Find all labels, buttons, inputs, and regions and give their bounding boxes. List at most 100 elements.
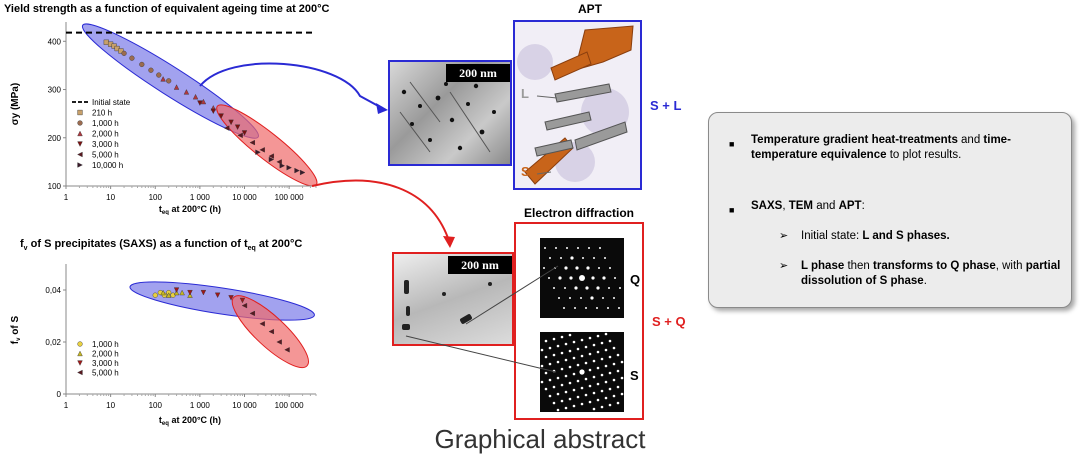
chart2-title: fv of S precipitates (SAXS) as a functio… [20,238,303,253]
chart2-legend-swatch-1 [77,350,83,357]
s-spot [572,388,576,392]
s-spot [608,339,612,343]
s-spot [584,345,588,349]
s-spot [608,387,612,391]
s-spot [588,336,592,340]
chart2-point-2-3 [214,292,221,299]
s-spot [564,342,568,346]
s-spot [548,346,552,350]
chart2-legend-label-1: 2,000 h [92,350,119,359]
chart1-legend-swatch-1 [77,120,83,126]
chart2-xtick-label-3: 1 000 [190,401,211,410]
q-spot [563,307,565,309]
q-spot [577,247,579,249]
chart2-point-2-4 [228,295,234,301]
s-spot [580,354,584,358]
red-arrowhead [443,236,455,248]
q-spot [548,277,550,279]
q-spot [609,267,611,269]
chart1-point-4-1 [237,132,243,139]
chart1-point-4-2 [249,139,255,146]
chart1-point-2-4 [200,98,207,105]
chart1-point-4-3 [259,147,265,153]
s-spot [552,353,556,357]
s-spot [572,372,576,376]
chart1-legend-label-2: 2,000 h [92,130,119,139]
s-spot [600,357,604,361]
q-spot [558,276,562,280]
apt-reconstruction [517,25,634,185]
chart1-xlabel: teq at 200°C (h) [159,204,221,215]
q-spot [590,296,594,300]
s-spot [576,363,580,367]
s-spot [584,377,588,381]
s-spot [588,368,592,372]
s-spot [556,408,560,412]
s-spot [572,340,576,344]
s-spot [544,387,548,391]
s-spot [560,367,564,371]
chart1-point-1-2 [139,61,145,68]
s-spot [560,335,564,339]
subbullet-2-arrow: ➢ [779,260,789,272]
chart1-point-4-4 [268,153,274,159]
chart1-ytick-label-3: 400 [48,37,62,46]
chart1-point-3-3 [228,119,234,126]
red-arrow [311,179,449,239]
chart2-point-1-0 [160,289,166,296]
s-spot [576,395,580,399]
chart1-xtick-label-3: 1 000 [190,193,211,202]
chart2-legend-label-3: 5,000 h [92,369,119,378]
chart1-point-4-5 [276,159,282,165]
s-spot [592,407,596,411]
s-spot [620,376,624,380]
diffraction-label-s: S [630,368,639,383]
chart1-point-3-1 [210,108,217,115]
s-spot [596,334,600,338]
s-spot [556,344,560,348]
s-spot [544,339,548,343]
chart1-point-1-5 [166,78,172,84]
chart1-xtick-label-4: 10 000 [232,193,257,202]
q-spot [564,266,568,270]
chart1-point-5-3 [286,164,292,171]
s-spot [592,375,596,379]
s-spot [584,361,588,365]
s-spot [604,332,608,336]
chart1-point-5-1 [268,156,275,163]
chart2-ylabel: fv of S [10,315,22,344]
chart2-point-2-1 [187,290,193,296]
s-spot [548,378,552,382]
chart1-point-5-4 [294,167,300,174]
s-spot [596,366,600,370]
chart1-point-1-3 [148,67,154,73]
s-spot [604,364,608,368]
s-spot [612,362,616,366]
bullet-1-text: Temperature gradient heat-treatments and… [751,134,1011,161]
chart1-point-3-4 [234,124,241,131]
q-spot [602,276,606,280]
s-spot [560,383,564,387]
chart1-point-2-1 [173,84,180,90]
chart1-ytick-label-0: 100 [48,182,62,191]
chart2-point-3-1 [249,310,255,317]
phase-s-plus-q: S + Q [652,314,686,329]
s-spot [548,394,552,398]
chart1-xtick-label-2: 100 [149,193,163,202]
q-spot [579,275,585,281]
chart2-legend-label-2: 3,000 h [92,359,119,368]
chart1-point-2-2 [183,89,190,95]
phase-s-plus-l: S + L [650,98,682,113]
chart1-title: Yield strength as a function of equivale… [4,3,330,15]
chart2-point-3-0 [241,302,248,309]
q-spot [575,266,579,270]
s-spot [548,362,552,366]
q-spot [582,257,584,259]
s-spot [568,349,572,353]
s-spot [596,382,600,386]
chart1-point-5-2 [279,163,286,169]
